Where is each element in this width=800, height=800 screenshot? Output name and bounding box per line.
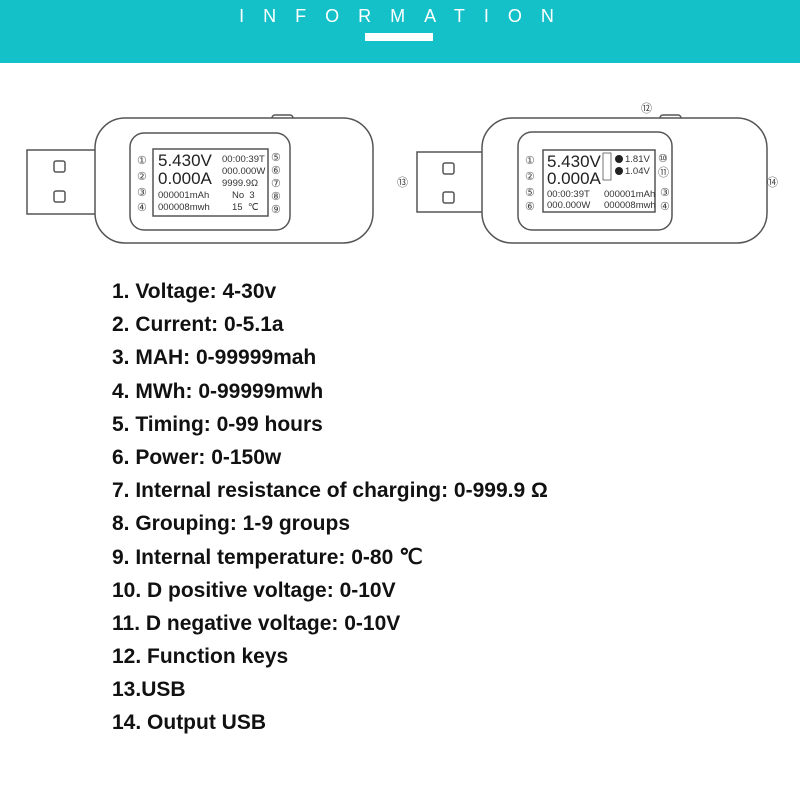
marker-function-key: ⑫ bbox=[641, 102, 652, 115]
resistance-readout: 9999.9Ω bbox=[222, 178, 258, 189]
spec-item: 2. Current: 0-5.1a bbox=[112, 313, 284, 337]
voltage-readout: 5.430V bbox=[158, 151, 213, 170]
marker: ① bbox=[525, 155, 535, 167]
spec-item: 11. D negative voltage: 0-10V bbox=[112, 611, 401, 635]
right-device bbox=[416, 114, 768, 244]
minus-icon bbox=[615, 167, 623, 175]
spec-item: 3. MAH: 0-99999mah bbox=[112, 346, 317, 370]
marker-output-usb: ⑭ bbox=[767, 176, 778, 189]
spec-item: 9. Internal temperature: 0-80 ℃ bbox=[112, 545, 423, 569]
d-plus-readout: 1.81V bbox=[625, 154, 650, 165]
power-readout: 000.000W bbox=[547, 200, 590, 211]
marker: ⑧ bbox=[271, 191, 281, 203]
spec-item: 8. Grouping: 1-9 groups bbox=[112, 512, 351, 536]
marker: ⑤ bbox=[271, 152, 281, 164]
marker: ② bbox=[525, 171, 535, 183]
spec-item: 7. Internal resistance of charging: 0-99… bbox=[112, 479, 548, 503]
time-readout: 00:00:39T bbox=[222, 154, 265, 165]
marker: ⑪ bbox=[658, 166, 669, 179]
spec-item: 4. MWh: 0-99999mwh bbox=[112, 379, 324, 403]
plus-icon bbox=[615, 155, 623, 163]
spec-item: 5. Timing: 0-99 hours bbox=[112, 412, 323, 436]
usb-pin bbox=[442, 162, 455, 175]
header-title: INFORMATION bbox=[239, 6, 573, 26]
usb-pin bbox=[53, 160, 66, 173]
d-minus-readout: 1.04V bbox=[625, 166, 650, 177]
mah-readout: 000001mAh bbox=[604, 189, 655, 200]
battery-icon bbox=[602, 152, 612, 181]
marker: ② bbox=[137, 171, 147, 183]
spec-item: 13.USB bbox=[112, 678, 186, 702]
spec-item: 14. Output USB bbox=[112, 711, 267, 735]
spec-item: 12. Function keys bbox=[112, 645, 289, 669]
lcd bbox=[152, 148, 269, 217]
marker-usb: ⑬ bbox=[397, 176, 408, 189]
marker: ⑤ bbox=[525, 187, 535, 199]
device-diagrams: 5.430V 0.000A 000001mAh 000008mwh 00:00:… bbox=[26, 102, 778, 244]
usb-plug bbox=[26, 149, 98, 215]
voltage-readout: 5.430V bbox=[547, 152, 602, 171]
spec-item: 1. Voltage: 4-30v bbox=[112, 280, 277, 303]
marker: ⑩ bbox=[658, 153, 668, 165]
marker: ④ bbox=[137, 202, 147, 214]
spec-item: 6. Power: 0-150w bbox=[112, 445, 282, 469]
mwh-readout: 000008mwh bbox=[604, 200, 656, 211]
header-underline bbox=[365, 33, 433, 41]
usb-pin bbox=[442, 191, 455, 204]
power-readout: 000.000W bbox=[222, 166, 265, 177]
left-lcd-text: 5.430V 0.000A 000001mAh 000008mwh 00:00:… bbox=[137, 151, 281, 216]
mah-readout: 000001mAh bbox=[158, 190, 209, 201]
marker: ③ bbox=[137, 187, 147, 199]
current-readout: 0.000A bbox=[547, 169, 602, 188]
marker: ⑥ bbox=[525, 201, 535, 213]
lcd bbox=[542, 149, 656, 213]
marker: ① bbox=[137, 155, 147, 167]
spec-list: 1. Voltage: 4-30v 2. Current: 0-5.1a 3. … bbox=[112, 278, 548, 743]
mwh-readout: 000008mwh bbox=[158, 202, 210, 213]
header-banner: INFORMATION bbox=[0, 0, 800, 63]
left-device bbox=[26, 114, 374, 244]
temp-readout: 15 ℃ bbox=[232, 202, 259, 213]
time-readout: 00:00:39T bbox=[547, 189, 590, 200]
marker: ⑨ bbox=[271, 204, 281, 216]
right-lcd-text: 5.430V 0.000A 00:00:39T 000.000W 000001m… bbox=[397, 102, 778, 213]
group-readout: No 3 bbox=[232, 190, 255, 201]
spec-item: 10. D positive voltage: 0-10V bbox=[112, 578, 396, 602]
marker: ③ bbox=[660, 187, 670, 199]
usb-pin bbox=[53, 190, 66, 203]
marker: ④ bbox=[660, 201, 670, 213]
marker: ⑦ bbox=[271, 178, 281, 190]
current-readout: 0.000A bbox=[158, 169, 213, 188]
marker: ⑥ bbox=[271, 165, 281, 177]
